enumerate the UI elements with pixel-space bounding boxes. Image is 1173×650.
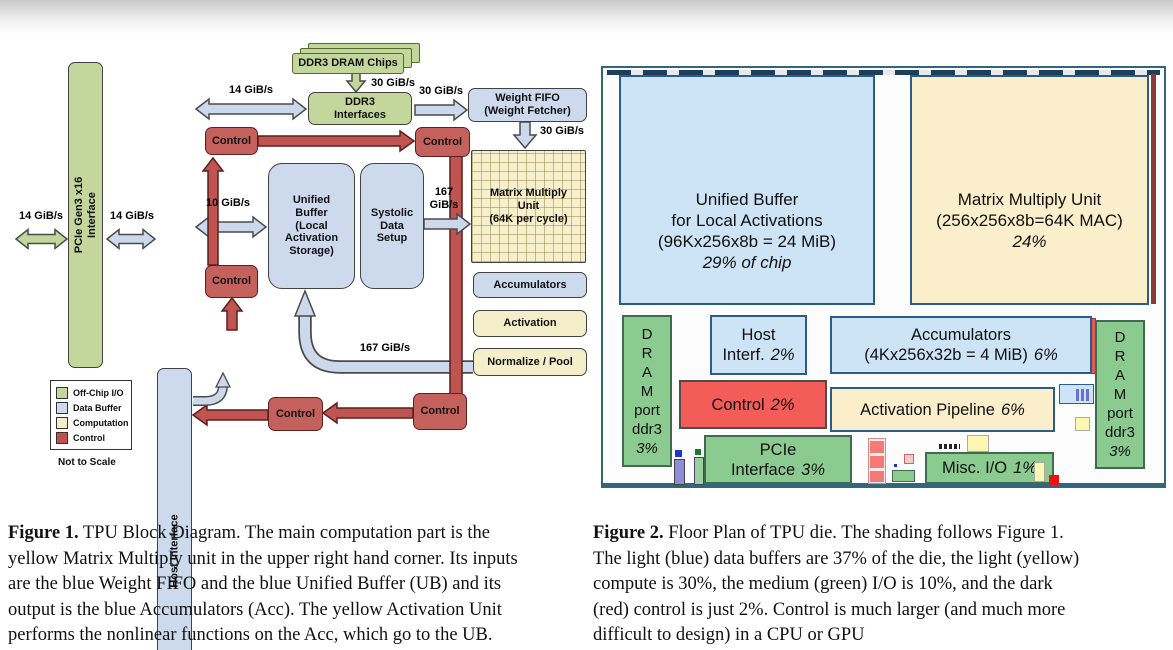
legend-item-data-buffer: Data Buffer: [56, 400, 131, 415]
arrow-instr-control: [220, 296, 244, 331]
floor-unified-buffer: Unified Buffer for Local Activations (96…: [619, 75, 875, 305]
instr-feed-arrow: [193, 384, 227, 405]
rate-pcie-external: 14 GiB/s: [18, 210, 64, 222]
block-control-top-left: Control: [205, 127, 258, 155]
floor-matrix-multiply-unit: Matrix Multiply Unit (256x256x8b=64K MAC…: [910, 75, 1149, 305]
die-detail-red-square: [1049, 475, 1059, 485]
legend-item-offchip-io: Off-Chip I/O: [56, 385, 131, 400]
floor-dram-port-left: D R A M port ddr3 3%: [622, 315, 672, 467]
block-pcie-interface: PCIe Gen3 x16 Interface: [68, 62, 103, 368]
die-detail-purple-box: [674, 459, 685, 485]
rate-pcie-host: 14 GiB/s: [109, 210, 155, 222]
return-path-arrow: [300, 314, 473, 372]
legend: Off-Chip I/O Data Buffer Computation Con…: [50, 380, 132, 450]
rate-systolic-mmu: 167 GiB/s: [429, 186, 459, 212]
arrow-control-bottom-right: [321, 401, 414, 425]
legend-swatch-red: [56, 431, 68, 444]
block-ddr3-dram-chips: DDR3 DRAM Chips: [292, 53, 404, 74]
floor-host-interface: Host Interf.2%: [710, 315, 807, 375]
die-detail-blue-dot: [894, 464, 897, 467]
die-detail-red-strip-right: [1151, 74, 1156, 304]
instr-feed-arrowhead: [214, 371, 232, 388]
block-host-interface: Host Interface: [157, 368, 192, 650]
die-detail-green-cap: [695, 449, 701, 455]
block-matrix-multiply-unit: Matrix Multiply Unit (64K per cycle): [471, 150, 586, 263]
legend-item-control: Control: [56, 430, 131, 445]
arrow-pcie-host: [105, 227, 157, 251]
block-normalize-pool: Normalize / Pool: [473, 348, 587, 376]
rate-ddr3-fifo: 30 GiB/s: [418, 85, 464, 97]
die-detail-dotted-strip: [939, 444, 960, 449]
arrow-fifo-mmu: [512, 121, 538, 150]
figure2-caption-label: Figure 2.: [593, 523, 664, 543]
block-weight-fifo: Weight FIFO (Weight Fetcher): [468, 88, 587, 122]
arrow-systolic-mmu: [423, 212, 472, 236]
die-detail-yellow-square: [967, 435, 989, 452]
rate-dram-ddr3: 30 GiB/s: [370, 77, 416, 89]
arrow-dram-ddr3: [345, 72, 367, 94]
arrow-control-top: [257, 129, 416, 153]
die-detail-blue-cap: [675, 450, 682, 457]
flow-arrows-layer: [14, 72, 538, 427]
return-path-arrow-outline: [298, 314, 473, 374]
figure2-floor-plan: Unified Buffer for Local Activations (96…: [601, 66, 1166, 488]
block-unified-buffer: Unified Buffer (Local Activation Storage…: [268, 163, 355, 289]
arrow-host-ub: [194, 215, 268, 239]
block-control-bottom-right: Control: [413, 393, 467, 430]
return-path-arrowhead: [293, 288, 317, 317]
die-detail-green-strip: [892, 470, 915, 482]
page-top-gradient: [0, 0, 1173, 34]
legend-item-computation: Computation: [56, 415, 131, 430]
figure1-caption: Figure 1. TPU Block Diagram. The main co…: [8, 523, 518, 645]
die-detail-chart-widget: [1059, 384, 1094, 404]
legend-swatch-green: [56, 386, 68, 399]
die-detail-yellow-box: [1034, 462, 1045, 482]
legend-swatch-yellow: [56, 416, 68, 429]
die-detail-pink-box: [904, 454, 914, 464]
arrow-control-to-host: [191, 403, 269, 427]
legend-swatch-blue: [56, 401, 68, 414]
not-to-scale-note: Not to Scale: [58, 457, 116, 468]
die-detail-red-column: [868, 438, 886, 484]
die-detail-green-box: [694, 457, 704, 485]
arrow-host-ddr3: [194, 97, 308, 121]
figure2-caption: Figure 2. Floor Plan of TPU die. The sha…: [593, 523, 1080, 645]
block-control-mid-left: Control: [205, 265, 258, 298]
bond-pad-strip: [607, 70, 1160, 75]
floor-accumulators: Accumulators (4Kx256x32b = 4 MiB)6%: [830, 316, 1092, 374]
block-ddr3-interfaces: DDR3 Interfaces: [308, 92, 412, 125]
arrow-ddr3-fifo: [414, 98, 469, 122]
figure1-caption-label: Figure 1.: [8, 523, 79, 543]
rate-host-ub: 10 GiB/s: [205, 197, 251, 209]
block-control-top-right: Control: [415, 127, 470, 157]
arrow-control-up: [201, 156, 225, 266]
rate-fifo-mmu: 30 GiB/s: [539, 125, 585, 137]
figure1-block-diagram: DDR3 DRAM Chips PCIe Gen3 x16 Interface …: [0, 40, 595, 650]
die-detail-yellow-square: [1075, 417, 1090, 431]
rate-host-ddr3: 14 GiB/s: [228, 84, 274, 96]
block-accumulators: Accumulators: [473, 272, 587, 298]
floor-dram-port-right: D R A M port ddr3 3%: [1095, 320, 1145, 469]
block-systolic-data-setup: Systolic Data Setup: [360, 163, 424, 289]
rate-return-path: 167 GiB/s: [359, 342, 411, 354]
block-control-bottom-left: Control: [268, 397, 323, 431]
arrow-pcie-external: [14, 227, 69, 251]
block-activation: Activation: [473, 310, 587, 337]
